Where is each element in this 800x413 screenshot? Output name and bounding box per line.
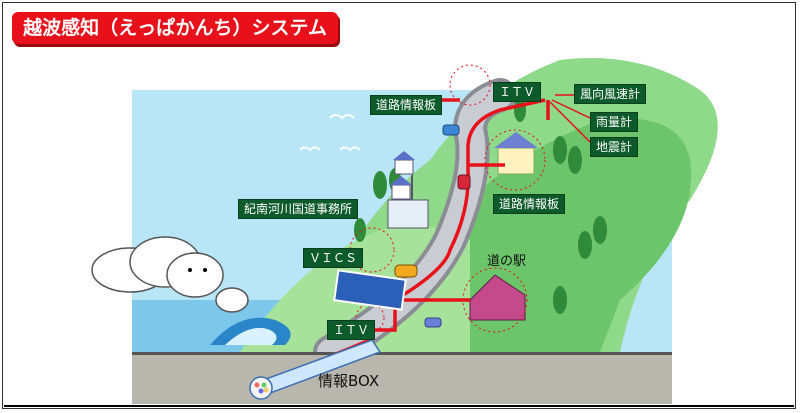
label-office: 紀南河川国道事務所 bbox=[238, 199, 359, 219]
roadside-sign bbox=[333, 269, 407, 311]
label-michi-no-eki: 道の駅 bbox=[487, 254, 527, 269]
label-wind-gauge: 風向風速計 bbox=[574, 84, 647, 104]
office-building bbox=[387, 175, 429, 229]
label-itv-top: ＩＴＶ bbox=[493, 82, 542, 102]
outer-frame bbox=[2, 2, 796, 409]
label-seismometer: 地震計 bbox=[590, 137, 639, 157]
bottom-rule bbox=[4, 405, 794, 407]
info-box-pipe bbox=[249, 339, 382, 400]
michi-no-eki-building bbox=[469, 274, 526, 321]
seagulls bbox=[299, 114, 361, 152]
label-itv-bottom: ＩＴＶ bbox=[327, 320, 376, 340]
network-lines bbox=[267, 98, 550, 384]
wave-foam bbox=[225, 327, 277, 345]
label-rain-gauge: 雨量計 bbox=[590, 112, 639, 132]
wind-cloud bbox=[91, 236, 249, 313]
label-vics: ＶＩＣＳ bbox=[303, 248, 364, 268]
label-road-info-board-top: 道路情報板 bbox=[370, 95, 443, 115]
cars bbox=[394, 124, 471, 328]
ground-edge bbox=[132, 352, 672, 355]
diagram-title: 越波感知（えっぱかんち）システム bbox=[12, 12, 338, 44]
signal-bursts bbox=[349, 64, 546, 333]
houses bbox=[390, 132, 538, 200]
label-road-info-board-right: 道路情報板 bbox=[493, 194, 566, 214]
sensor-links bbox=[549, 94, 591, 143]
ground bbox=[132, 352, 672, 404]
label-info-box: 情報BOX bbox=[318, 372, 380, 390]
